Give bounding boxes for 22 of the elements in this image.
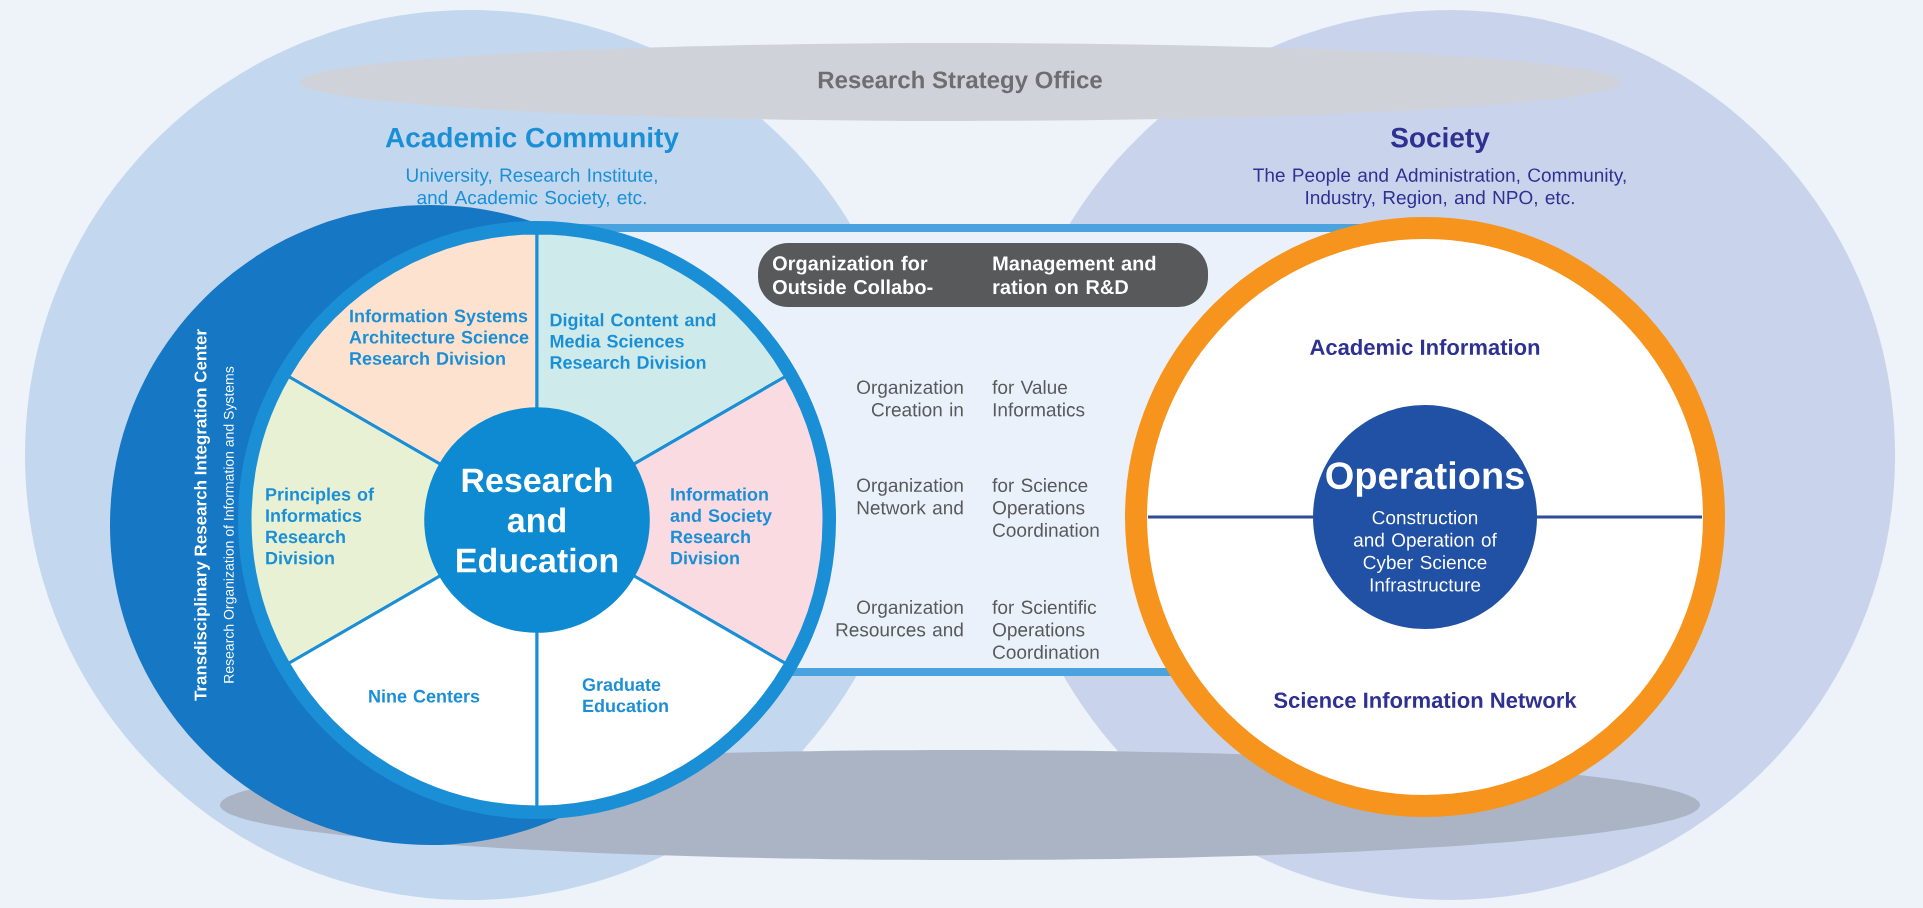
- center-disk: Research and Education: [424, 407, 650, 633]
- column-text: for Value Informatics: [992, 380, 1085, 417]
- pill-text: Organization for Outside Collabo-: [772, 255, 933, 295]
- subtitle: Research Organization of Information and Systems: [223, 366, 237, 683]
- heading: Academic Community: [385, 126, 679, 154]
- column-text: for Scientific Operations Coordination: [992, 600, 1099, 659]
- sector-label: Information and Society Research Division: [670, 487, 772, 565]
- pill-text: Management and ration on R&D: [993, 255, 1156, 295]
- column-text: Organization Creation in: [857, 380, 963, 417]
- heading: Transdisciplinary Research Integration Center: [194, 329, 210, 701]
- sector-label: Graduate Education: [582, 677, 668, 713]
- column-text: for Science Operations Coordination: [992, 478, 1099, 537]
- sector-label: Digital Content and Media Sciences Research Division: [550, 313, 716, 369]
- heading: Society: [1391, 126, 1490, 154]
- sector-label: Information Systems Architecture Science Research Division: [349, 309, 529, 365]
- subtitle: The People and Administration, Community, Industry, Region, and NPO, etc.: [1253, 167, 1626, 209]
- column-text: Organization Resources and: [836, 600, 963, 637]
- column-text: Organization Network and: [857, 478, 963, 515]
- subtitle: University, Research Institute, and Academic Society, etc.: [406, 167, 657, 209]
- heading: Research Strategy Office: [818, 70, 1102, 94]
- sector-label: Nine Centers: [369, 689, 480, 703]
- sector-label: Principles of Informatics Research Division: [266, 487, 375, 565]
